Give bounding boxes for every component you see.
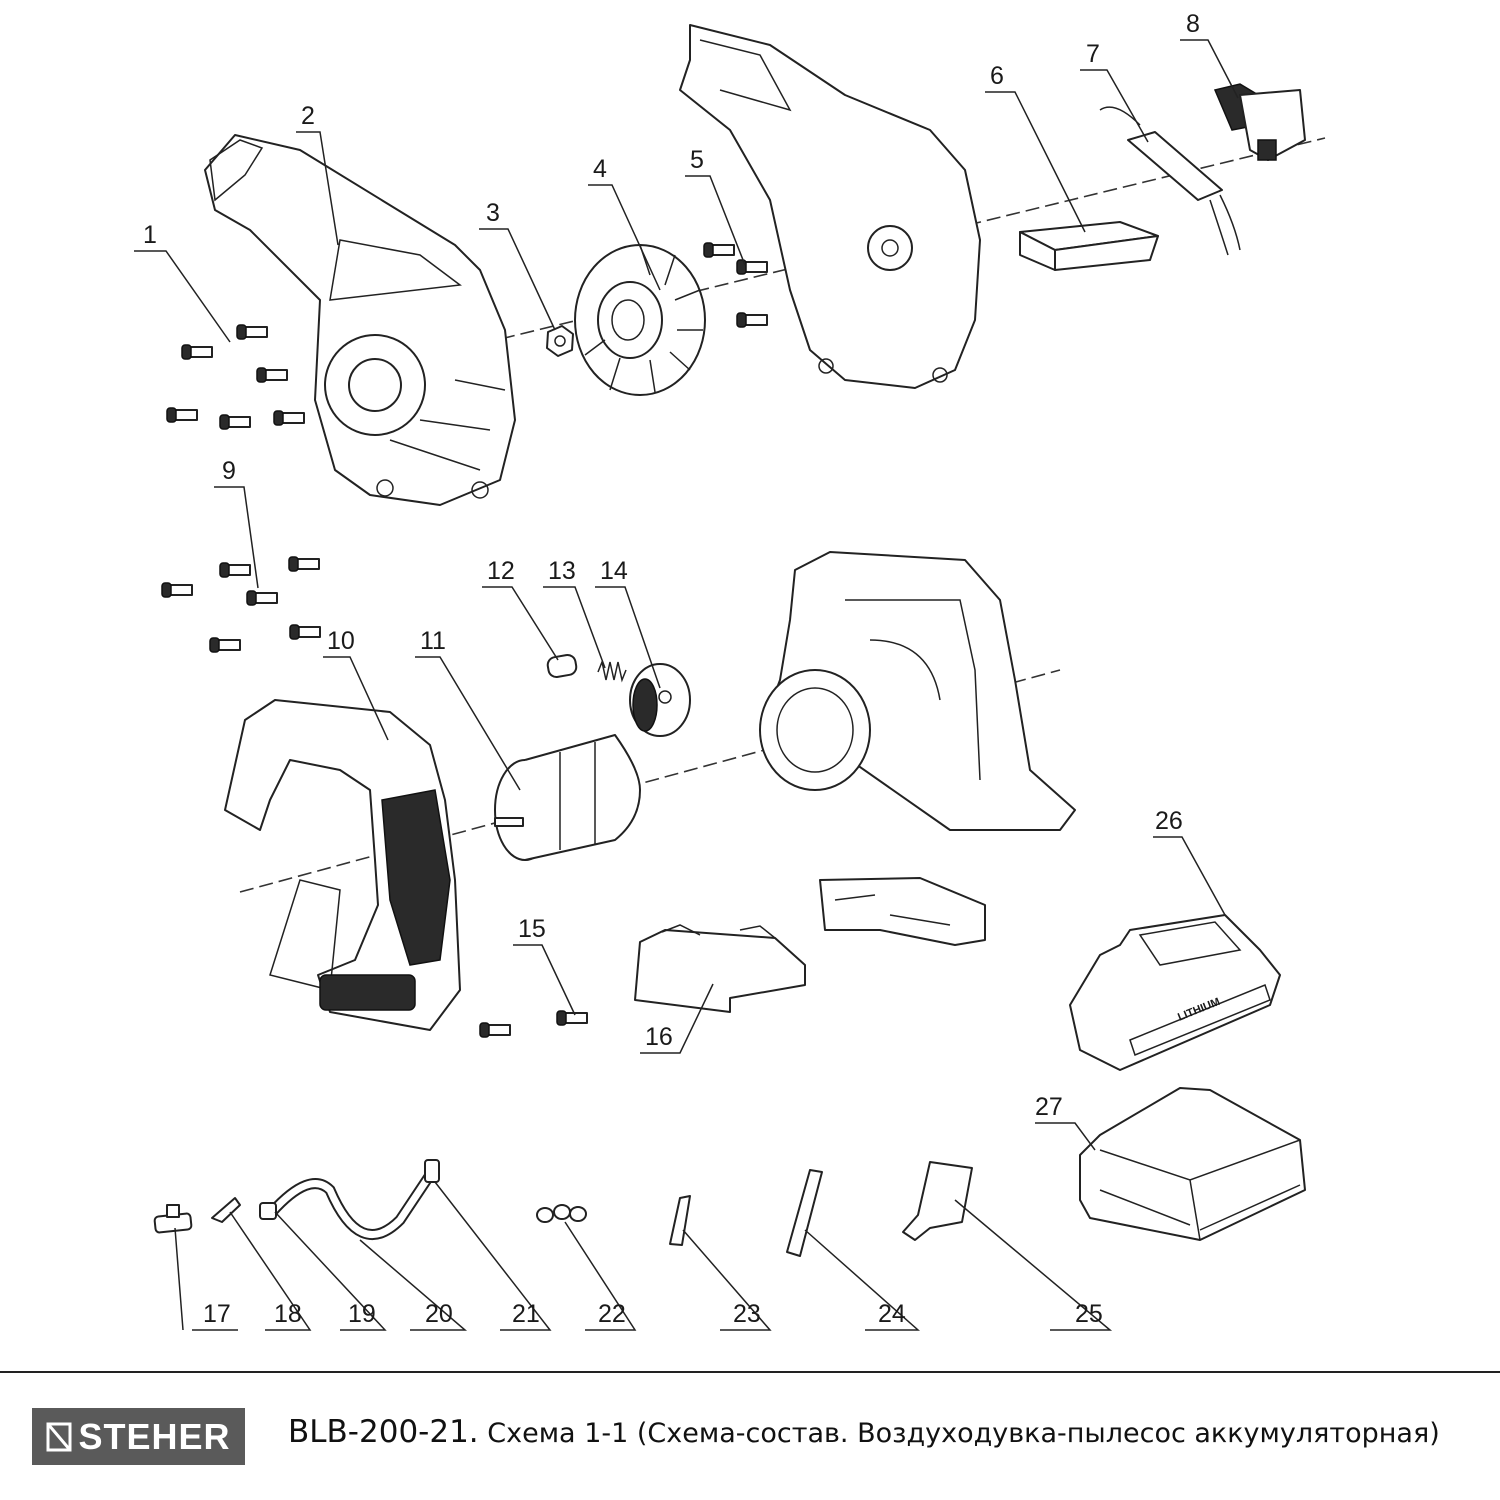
model-number: BLB-200-21. bbox=[288, 1414, 479, 1450]
part-17-nozzle bbox=[153, 1204, 193, 1234]
part-11-motor bbox=[494, 734, 641, 861]
callout-16: 16 bbox=[645, 1023, 673, 1051]
footer-divider bbox=[0, 1371, 1500, 1373]
diagram-caption: BLB-200-21. Схема 1-1 (Схема-состав. Воз… bbox=[288, 1414, 1440, 1450]
callout-6: 6 bbox=[990, 62, 1004, 90]
callout-10: 10 bbox=[327, 627, 355, 655]
callout-22: 22 bbox=[598, 1300, 626, 1328]
callout-numbers: 1 2 3 4 5 6 7 8 9 10 11 12 13 14 15 16 1… bbox=[143, 10, 1200, 1328]
part-8-switch bbox=[1213, 83, 1306, 161]
part-2-front-housing bbox=[204, 134, 516, 506]
part-27-charger bbox=[1079, 1087, 1306, 1241]
part-18-nozzle bbox=[211, 1197, 241, 1223]
part-26-battery: LITHIUM bbox=[1069, 914, 1281, 1071]
callout-9: 9 bbox=[222, 457, 236, 485]
callout-5: 5 bbox=[690, 146, 704, 174]
part-5-rear-housing bbox=[679, 24, 981, 389]
callout-25: 25 bbox=[1075, 1300, 1103, 1328]
callout-12: 12 bbox=[487, 557, 515, 585]
part-14-bearing-cap bbox=[629, 663, 691, 737]
leader-lines bbox=[134, 39, 1239, 1331]
callout-23: 23 bbox=[733, 1300, 761, 1328]
callout-21: 21 bbox=[512, 1300, 540, 1328]
callout-11: 11 bbox=[420, 627, 446, 655]
callout-18: 18 bbox=[274, 1300, 302, 1328]
callout-17: 17 bbox=[203, 1300, 231, 1328]
part-24-tube bbox=[786, 1169, 823, 1257]
callout-19: 19 bbox=[348, 1300, 376, 1328]
part-6-bracket bbox=[1019, 221, 1159, 271]
part-10-handle bbox=[224, 699, 461, 1031]
part-25-flat-nozzle bbox=[902, 1161, 973, 1241]
callout-27: 27 bbox=[1035, 1093, 1063, 1121]
part-5-screws bbox=[703, 242, 768, 328]
part-12-sleeve bbox=[546, 653, 578, 679]
part-23-nozzle bbox=[669, 1195, 691, 1246]
part-9-screws bbox=[161, 556, 321, 653]
callout-8: 8 bbox=[1186, 10, 1200, 38]
callout-14: 14 bbox=[600, 557, 628, 585]
brand-name: STEHER bbox=[78, 1415, 231, 1457]
part-terminal-block bbox=[819, 877, 986, 946]
callout-7: 7 bbox=[1086, 40, 1100, 68]
part-13-spring bbox=[597, 659, 627, 683]
part-main-body bbox=[759, 551, 1076, 831]
part-1-screws bbox=[166, 324, 305, 430]
callout-13: 13 bbox=[548, 557, 576, 585]
part-16-battery-mount bbox=[634, 924, 806, 1013]
part-22-caps bbox=[536, 1204, 587, 1223]
callout-3: 3 bbox=[486, 199, 500, 227]
part-15-screws bbox=[479, 1010, 588, 1038]
callout-20: 20 bbox=[425, 1300, 453, 1328]
callout-24: 24 bbox=[878, 1300, 906, 1328]
diagram-title: Схема 1-1 (Схема-состав. Воздуходувка-пы… bbox=[487, 1418, 1440, 1449]
callout-15: 15 bbox=[518, 915, 546, 943]
part-19-20-21-hose bbox=[259, 1159, 440, 1240]
callout-4: 4 bbox=[593, 155, 607, 183]
brand-logo: STEHER bbox=[32, 1408, 245, 1465]
callout-1: 1 bbox=[143, 221, 157, 249]
part-3-nut bbox=[546, 325, 574, 357]
callout-26: 26 bbox=[1155, 807, 1183, 835]
brand-mark-icon bbox=[46, 1422, 72, 1451]
exploded-parts-diagram: LITHIUM bbox=[134, 10, 1326, 1331]
callout-2: 2 bbox=[301, 102, 315, 130]
part-4-impeller bbox=[574, 244, 706, 396]
